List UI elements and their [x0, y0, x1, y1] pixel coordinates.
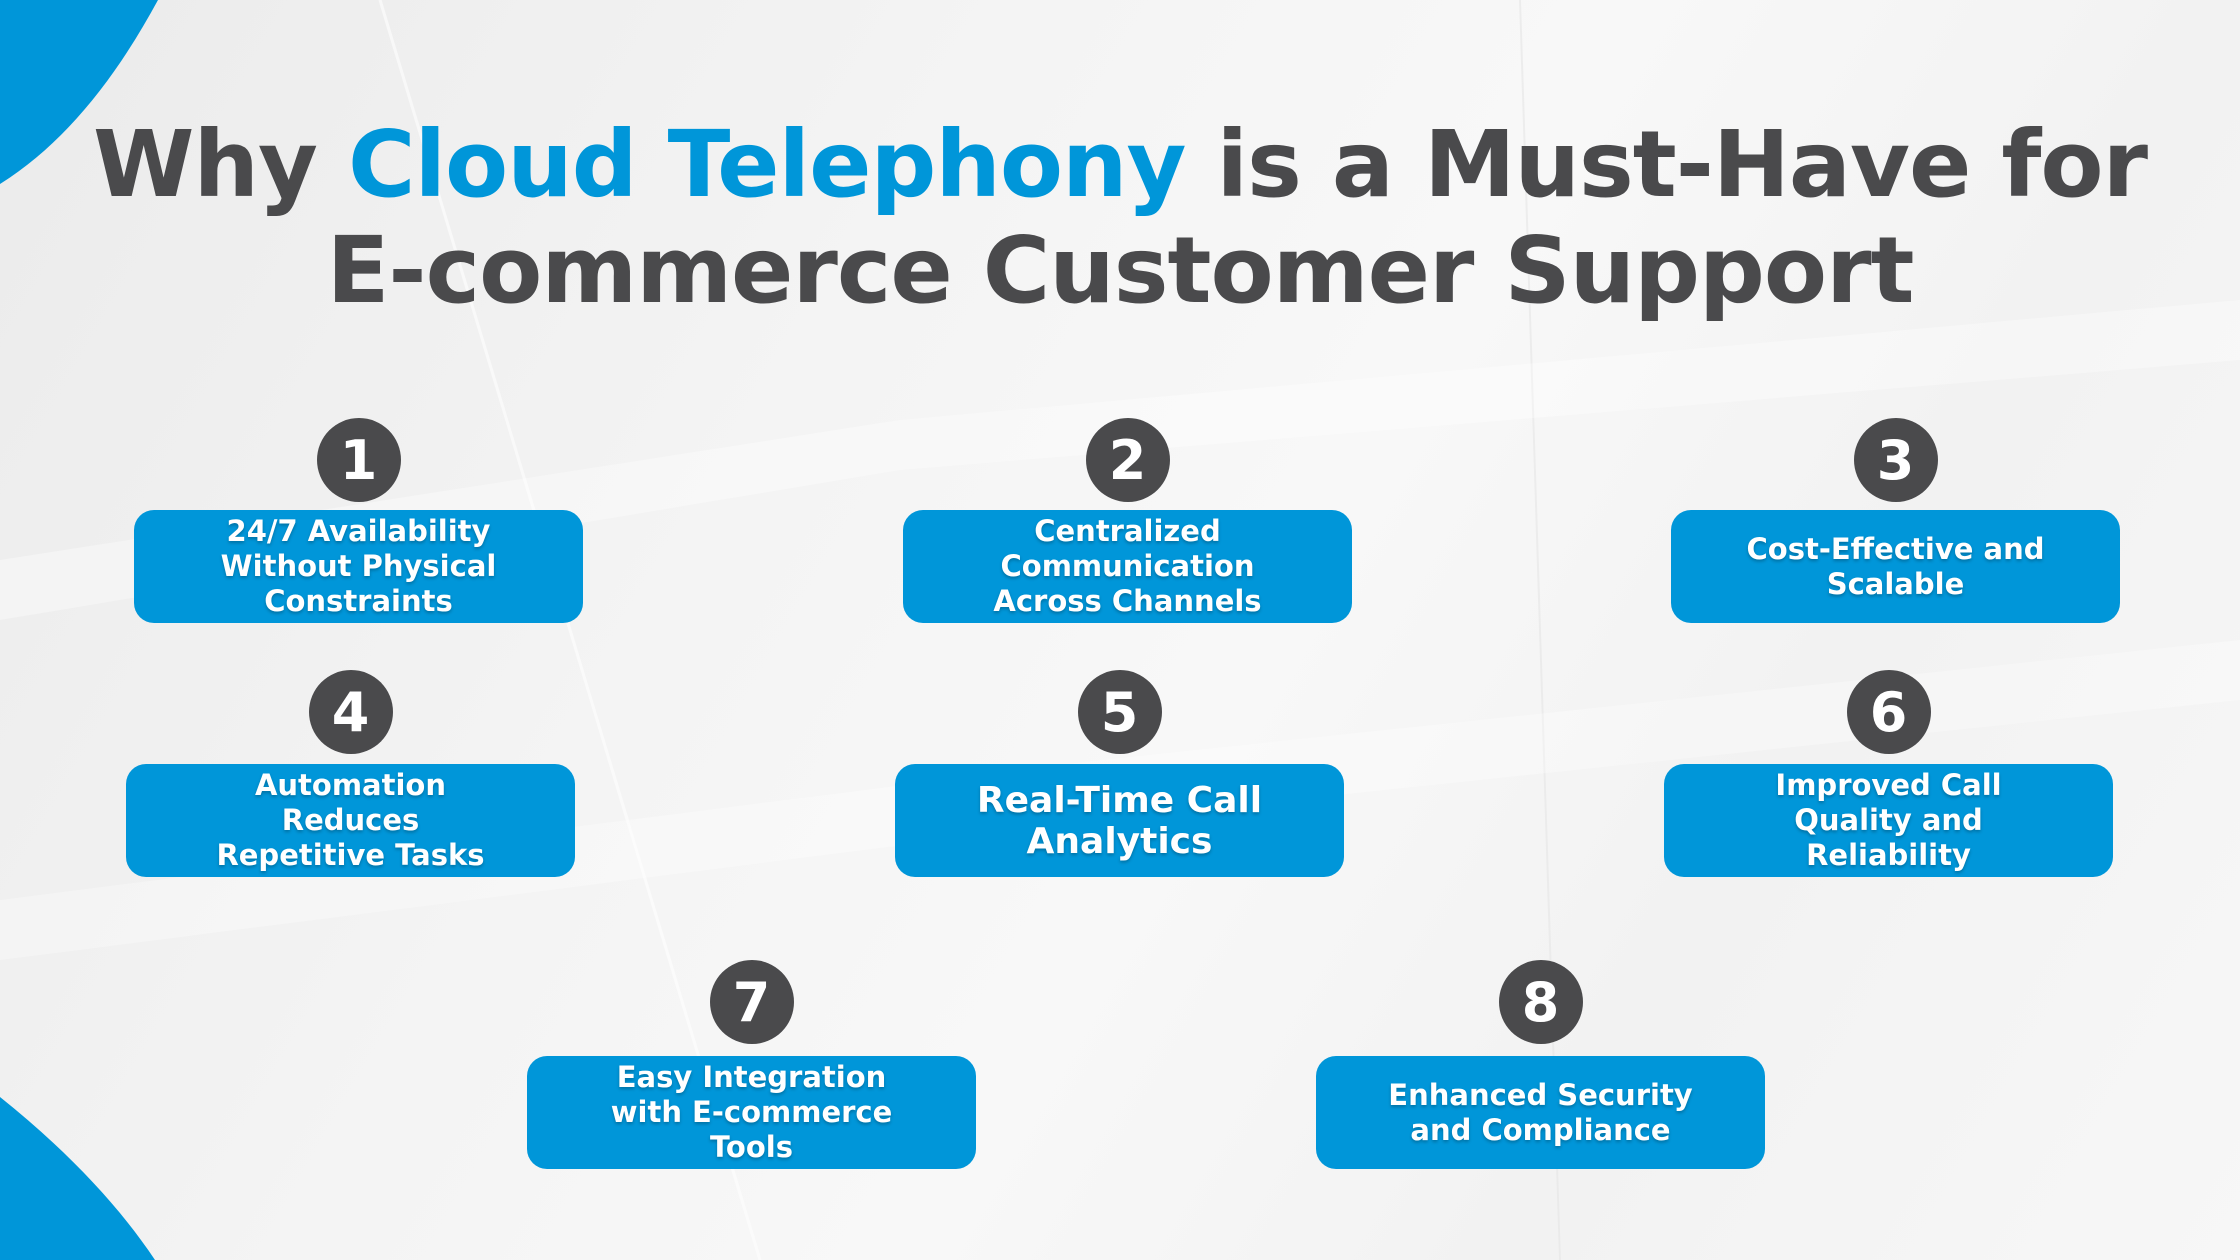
corner-decoration-bottom-left: [0, 1097, 155, 1260]
card-line: Easy Integration: [616, 1060, 887, 1094]
number-badge: 7: [709, 960, 794, 1044]
card-line: Cost-Effective and: [1746, 531, 2045, 566]
number-badge: 4: [308, 670, 393, 754]
number-badge: 8: [1498, 960, 1583, 1044]
card-line: Enhanced Security: [1388, 1077, 1693, 1112]
number-badge: 1: [316, 418, 401, 502]
card-line: 24/7 Availability: [226, 514, 491, 548]
card-line: Constraints: [264, 584, 453, 618]
title-accent: Cloud Telephony: [347, 111, 1187, 218]
corner-decoration-top-left: [0, 0, 158, 184]
card-line: Reliability: [1806, 838, 1971, 872]
card-line: with E-commerce: [610, 1095, 893, 1129]
card-line: Centralized: [1034, 514, 1221, 548]
card-line: Repetitive Tasks: [216, 838, 485, 872]
card-line: Reduces: [281, 803, 420, 837]
title-line-2: E-commerce Customer Support: [326, 217, 1915, 324]
title-line-1: Why Cloud Telephony is a Must-Have for: [0, 112, 2240, 218]
number-badge: 5: [1077, 670, 1162, 754]
number-badge: 2: [1085, 418, 1170, 502]
card-line: Improved Call: [1775, 768, 2002, 802]
card-line: Tools: [710, 1130, 793, 1164]
card-line: Scalable: [1826, 566, 1965, 601]
number-badge: 3: [1853, 418, 1938, 502]
card-line: Quality and: [1794, 803, 1983, 837]
title-prefix: Why: [92, 111, 348, 218]
card-line: Real-Time Call: [976, 779, 1263, 821]
card-line: Without Physical: [220, 549, 497, 583]
page-title: Why Cloud Telephony is a Must-Have for E…: [0, 112, 2240, 324]
card-line: Analytics: [1026, 820, 1213, 862]
card-line: Automation: [254, 768, 447, 802]
number-badge: 6: [1846, 670, 1931, 754]
card-line: and Compliance: [1410, 1112, 1671, 1147]
card-line: Communication: [1000, 549, 1255, 583]
card-line: Across Channels: [993, 584, 1262, 618]
title-suffix: is a Must-Have for: [1185, 111, 2148, 218]
